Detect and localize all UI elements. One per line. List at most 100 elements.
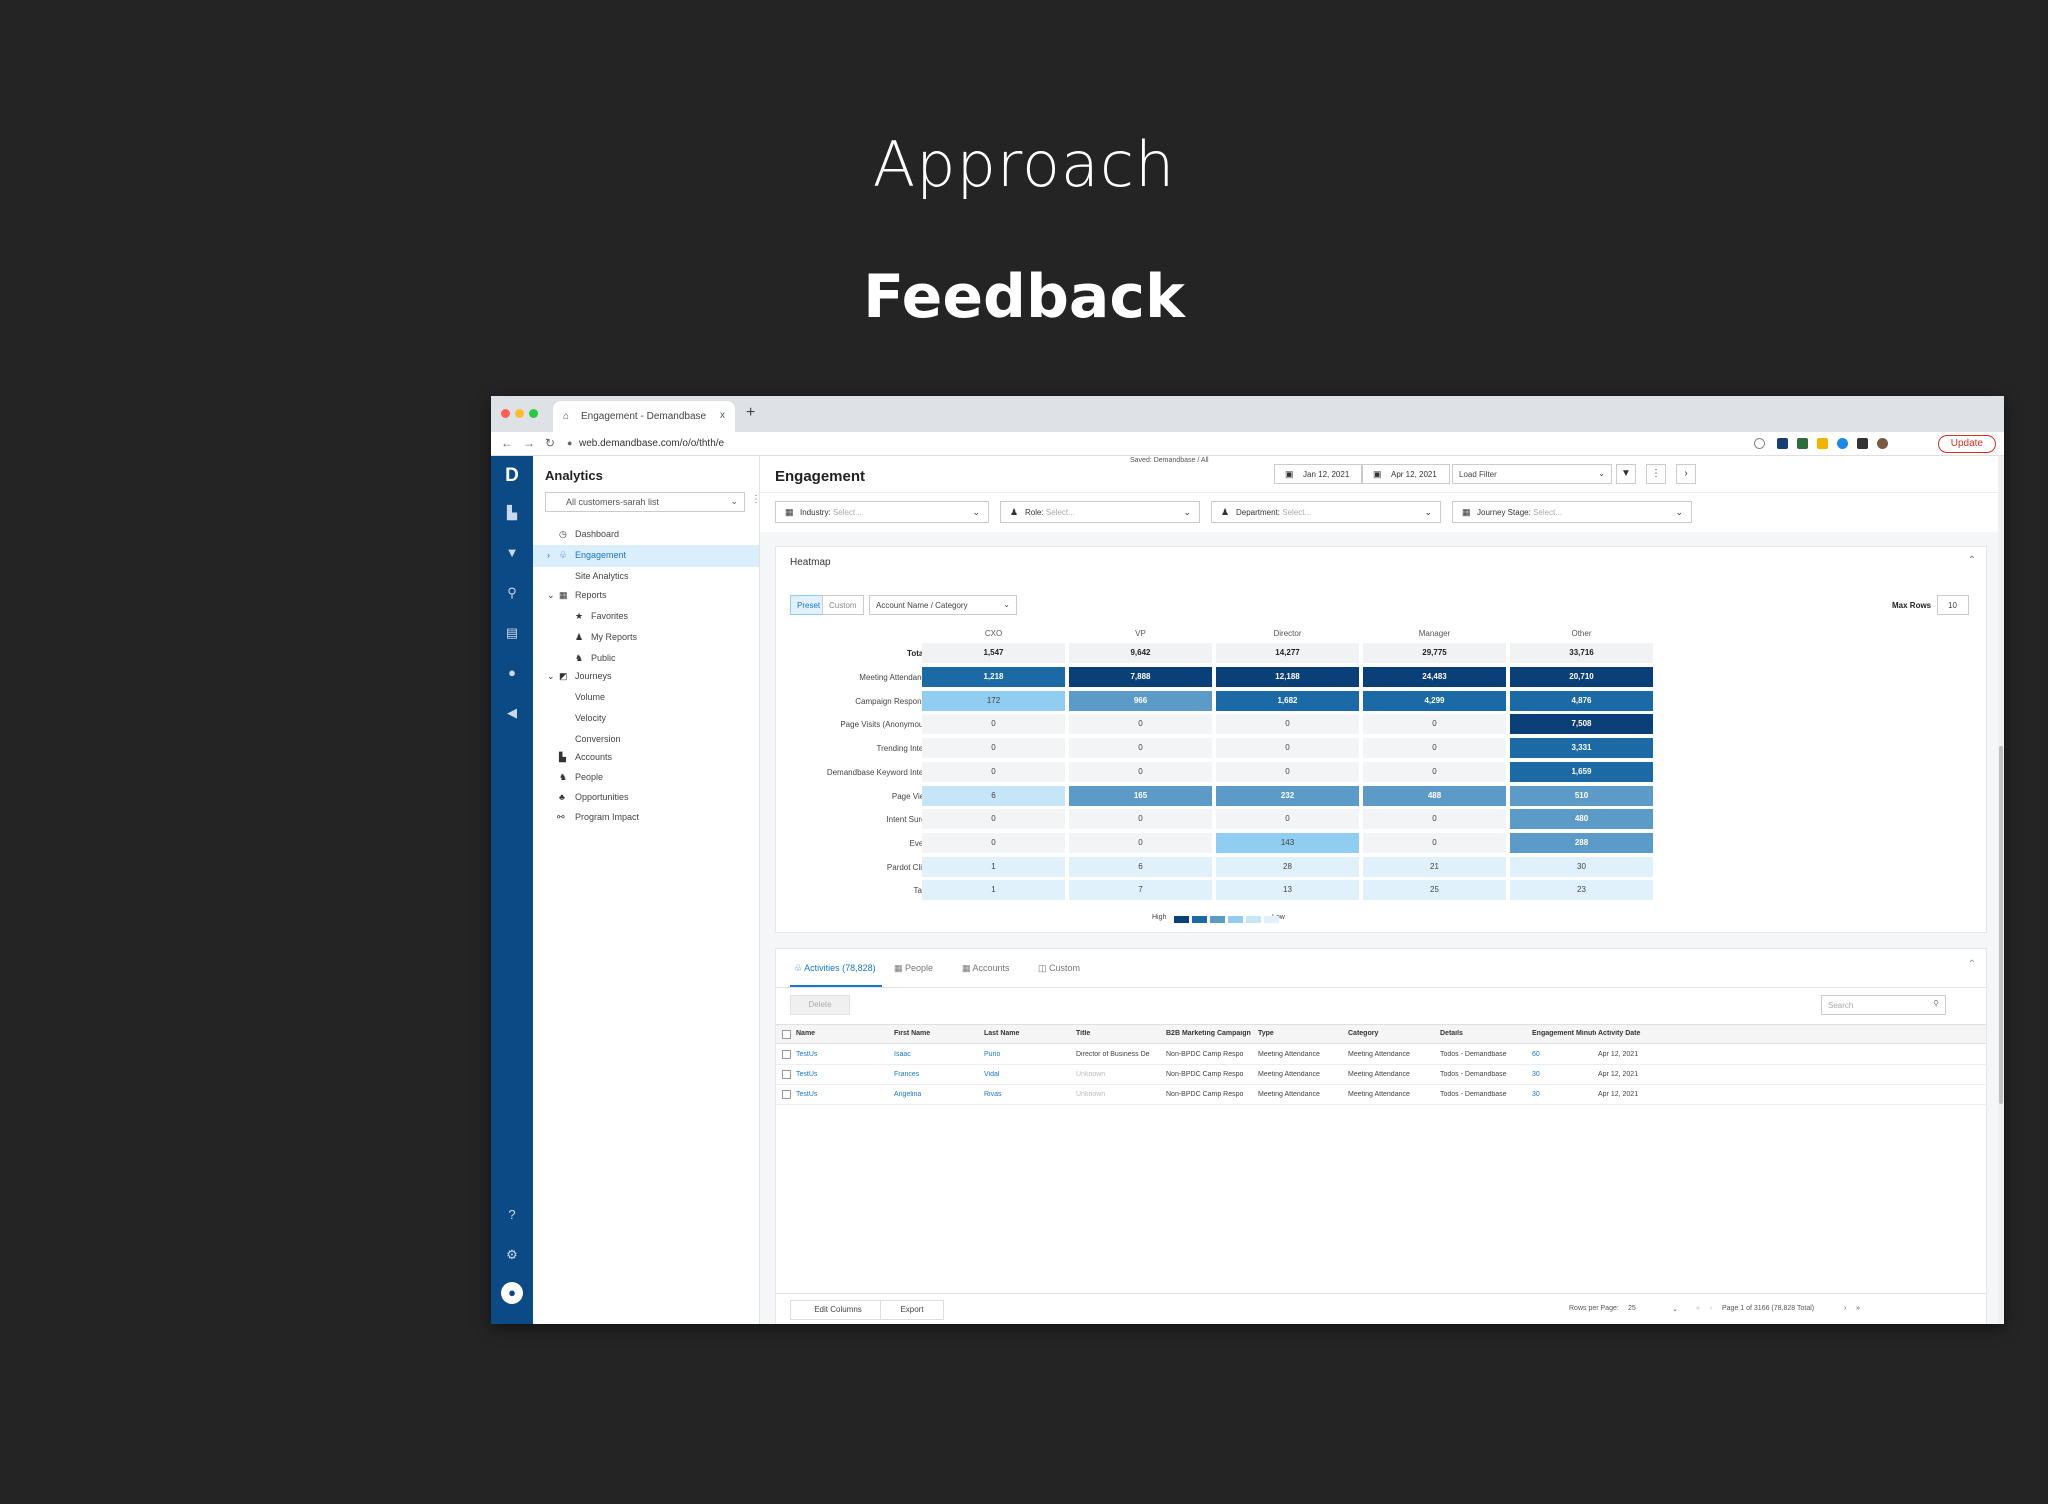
- last-page-icon[interactable]: »: [1856, 1305, 1860, 1312]
- table-column-header[interactable]: Type: [1258, 1030, 1274, 1037]
- megaphone-icon[interactable]: ◀: [507, 705, 517, 720]
- tab-people[interactable]: ▦ People: [894, 949, 933, 987]
- preset-toggle[interactable]: Preset: [790, 595, 828, 615]
- row-checkbox[interactable]: [782, 1090, 791, 1099]
- edit-columns-button[interactable]: Edit Columns: [790, 1300, 886, 1320]
- heatmap-cell[interactable]: 7,888: [1069, 667, 1212, 687]
- new-tab-button[interactable]: +: [746, 404, 756, 421]
- heatmap-cell[interactable]: 0: [1216, 738, 1359, 759]
- heatmap-cell[interactable]: 0: [1363, 761, 1506, 782]
- heatmap-cell[interactable]: 1,218: [922, 667, 1065, 687]
- bookmark-star-icon[interactable]: [1754, 438, 1765, 449]
- gear-icon[interactable]: ⚙: [506, 1247, 518, 1262]
- heatmap-cell[interactable]: 0: [1216, 761, 1359, 782]
- sidebar-item-dashboard[interactable]: ◷ Dashboard: [533, 524, 759, 546]
- journey-stage-filter[interactable]: ▦ Journey Stage: Select... ⌄: [1452, 501, 1692, 523]
- extension-icon[interactable]: [1777, 438, 1788, 449]
- table-cell[interactable]: 30: [1532, 1091, 1540, 1098]
- tab-activities[interactable]: ♧ Activities (78,828): [790, 949, 882, 987]
- collapse-icon[interactable]: ⌃: [1967, 959, 1976, 970]
- sidebar-item-favorites[interactable]: ★ Favorites: [533, 606, 759, 628]
- minimize-window-dot[interactable]: [515, 409, 524, 418]
- row-checkbox[interactable]: [782, 1050, 791, 1059]
- rows-per-page-select[interactable]: 25: [1628, 1305, 1636, 1312]
- sidebar-item-velocity[interactable]: Velocity: [533, 708, 759, 730]
- next-page-icon[interactable]: ›: [1844, 1305, 1847, 1312]
- browser-update-button[interactable]: Update: [1937, 435, 1996, 453]
- heatmap-cell[interactable]: 0: [1069, 761, 1212, 782]
- collapse-icon[interactable]: ⌃: [1967, 555, 1976, 566]
- heatmap-cell[interactable]: 165: [1069, 785, 1212, 806]
- sidebar-item-public[interactable]: ♞ Public: [533, 648, 759, 670]
- department-filter[interactable]: ♟ Department: Select... ⌄: [1211, 501, 1441, 523]
- sidebar-item-program-impact[interactable]: ⚯ Program Impact: [533, 807, 759, 829]
- heatmap-cell[interactable]: 0: [922, 832, 1065, 853]
- dimension-select[interactable]: Account Name / Category ⌄: [869, 595, 1017, 615]
- more-options-icon[interactable]: ⋮: [751, 494, 761, 505]
- browser-tab[interactable]: ⌂ Engagement - Demandbase x: [553, 401, 735, 432]
- table-column-header[interactable]: Category: [1348, 1030, 1379, 1037]
- reload-icon[interactable]: ↻: [545, 436, 556, 450]
- heatmap-cell[interactable]: 0: [1069, 832, 1212, 853]
- heatmap-cell[interactable]: 0: [922, 761, 1065, 782]
- table-cell[interactable]: Angelina: [894, 1091, 922, 1098]
- sidebar-item-volume[interactable]: Volume: [533, 687, 759, 709]
- start-date-picker[interactable]: ▣ Jan 12, 2021: [1274, 464, 1362, 484]
- sidebar-item-opportunities[interactable]: ♣ Opportunities: [533, 787, 759, 809]
- table-cell[interactable]: Puno: [984, 1051, 1001, 1058]
- heatmap-cell[interactable]: 143: [1216, 832, 1359, 853]
- delete-button[interactable]: Delete: [790, 995, 850, 1015]
- table-cell[interactable]: Rivas: [984, 1091, 1002, 1098]
- heatmap-cell[interactable]: 1,682: [1216, 690, 1359, 711]
- role-filter[interactable]: ♟ Role: Select... ⌄: [1000, 501, 1200, 523]
- select-all-checkbox[interactable]: [782, 1030, 791, 1039]
- heatmap-cell[interactable]: 966: [1069, 690, 1212, 711]
- settings-circle-icon[interactable]: ●: [508, 665, 516, 680]
- more-options-button[interactable]: ⋮: [1646, 464, 1666, 484]
- table-cell[interactable]: TestUs: [796, 1091, 818, 1098]
- heatmap-cell[interactable]: 0: [1069, 714, 1212, 735]
- tab-custom[interactable]: ◫ Custom: [1038, 949, 1080, 987]
- table-cell[interactable]: Isaac: [894, 1051, 911, 1058]
- chevron-down-icon[interactable]: ⌄: [1672, 1306, 1678, 1313]
- sidebar-item-site-analytics[interactable]: Site Analytics: [533, 566, 759, 588]
- url-field[interactable]: web.demandbase.com/o/o/thth/e: [579, 438, 725, 449]
- app-logo[interactable]: D: [505, 465, 519, 486]
- heatmap-cell[interactable]: 488: [1363, 785, 1506, 806]
- sidebar-item-reports[interactable]: ⌄ ▦ Reports: [533, 585, 759, 607]
- filter-funnel-icon[interactable]: ▼: [505, 545, 519, 560]
- table-column-header[interactable]: First Name: [894, 1030, 931, 1037]
- table-cell[interactable]: 30: [1532, 1071, 1540, 1078]
- row-checkbox[interactable]: [782, 1070, 791, 1079]
- tab-close-icon[interactable]: x: [720, 410, 725, 421]
- forward-icon[interactable]: →: [523, 436, 535, 450]
- table-column-header[interactable]: Activity Date: [1598, 1030, 1641, 1037]
- help-icon[interactable]: ?: [508, 1207, 516, 1222]
- heatmap-cell[interactable]: 20,710: [1510, 667, 1653, 687]
- heatmap-cell[interactable]: 1: [922, 856, 1065, 877]
- heatmap-cell[interactable]: 1: [922, 880, 1065, 901]
- export-button[interactable]: Export: [880, 1300, 944, 1320]
- heatmap-cell[interactable]: 25: [1363, 880, 1506, 901]
- table-column-header[interactable]: Details: [1440, 1030, 1463, 1037]
- heatmap-cell[interactable]: 0: [922, 738, 1065, 759]
- prev-page-icon[interactable]: ‹: [1710, 1305, 1713, 1312]
- load-filter-select[interactable]: Load Filter ⌄: [1452, 464, 1612, 484]
- heatmap-cell[interactable]: 21: [1363, 856, 1506, 877]
- heatmap-cell[interactable]: 0: [1069, 738, 1212, 759]
- close-window-dot[interactable]: [501, 409, 510, 418]
- table-column-header[interactable]: Engagement Minutes: [1532, 1030, 1596, 1037]
- sidebar-item-journeys[interactable]: ⌄ ◩ Journeys: [533, 666, 759, 688]
- heatmap-cell[interactable]: 12,188: [1216, 667, 1359, 687]
- table-column-header[interactable]: Last Name: [984, 1030, 1020, 1037]
- max-rows-input[interactable]: 10: [1937, 595, 1969, 615]
- heatmap-cell[interactable]: 1,659: [1510, 761, 1653, 782]
- heatmap-cell[interactable]: 0: [1363, 714, 1506, 735]
- expand-button[interactable]: ›: [1676, 464, 1696, 484]
- heatmap-cell[interactable]: 23: [1510, 880, 1653, 901]
- list-icon[interactable]: ▤: [505, 625, 519, 640]
- table-column-header[interactable]: B2B Marketing Campaign: [1166, 1030, 1251, 1037]
- heatmap-cell[interactable]: 0: [1363, 832, 1506, 853]
- table-column-header[interactable]: Name: [796, 1030, 816, 1037]
